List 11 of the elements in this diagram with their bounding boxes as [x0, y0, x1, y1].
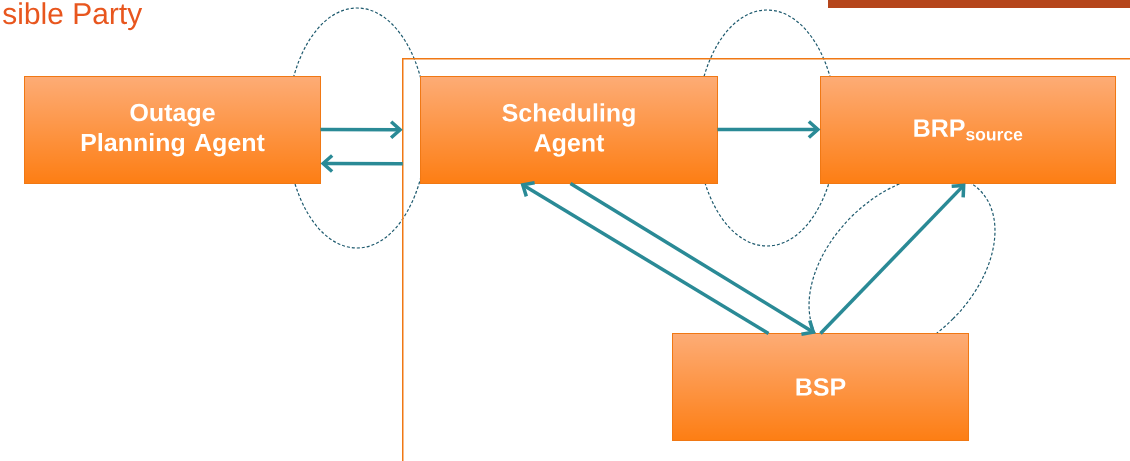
arrow [320, 120, 403, 140]
agent-box: BRP$_{source}$ [820, 76, 1116, 184]
arrow [320, 154, 403, 173]
arrow [520, 180, 770, 335]
agent-box: Outage Planning Agent [24, 76, 321, 184]
agent-box: BSP [672, 333, 969, 441]
arrow [569, 182, 816, 336]
arrow [819, 183, 966, 335]
title: sible Party [3, 2, 143, 31]
agent-box: Scheduling Agent [420, 76, 718, 184]
arrow [717, 120, 821, 139]
